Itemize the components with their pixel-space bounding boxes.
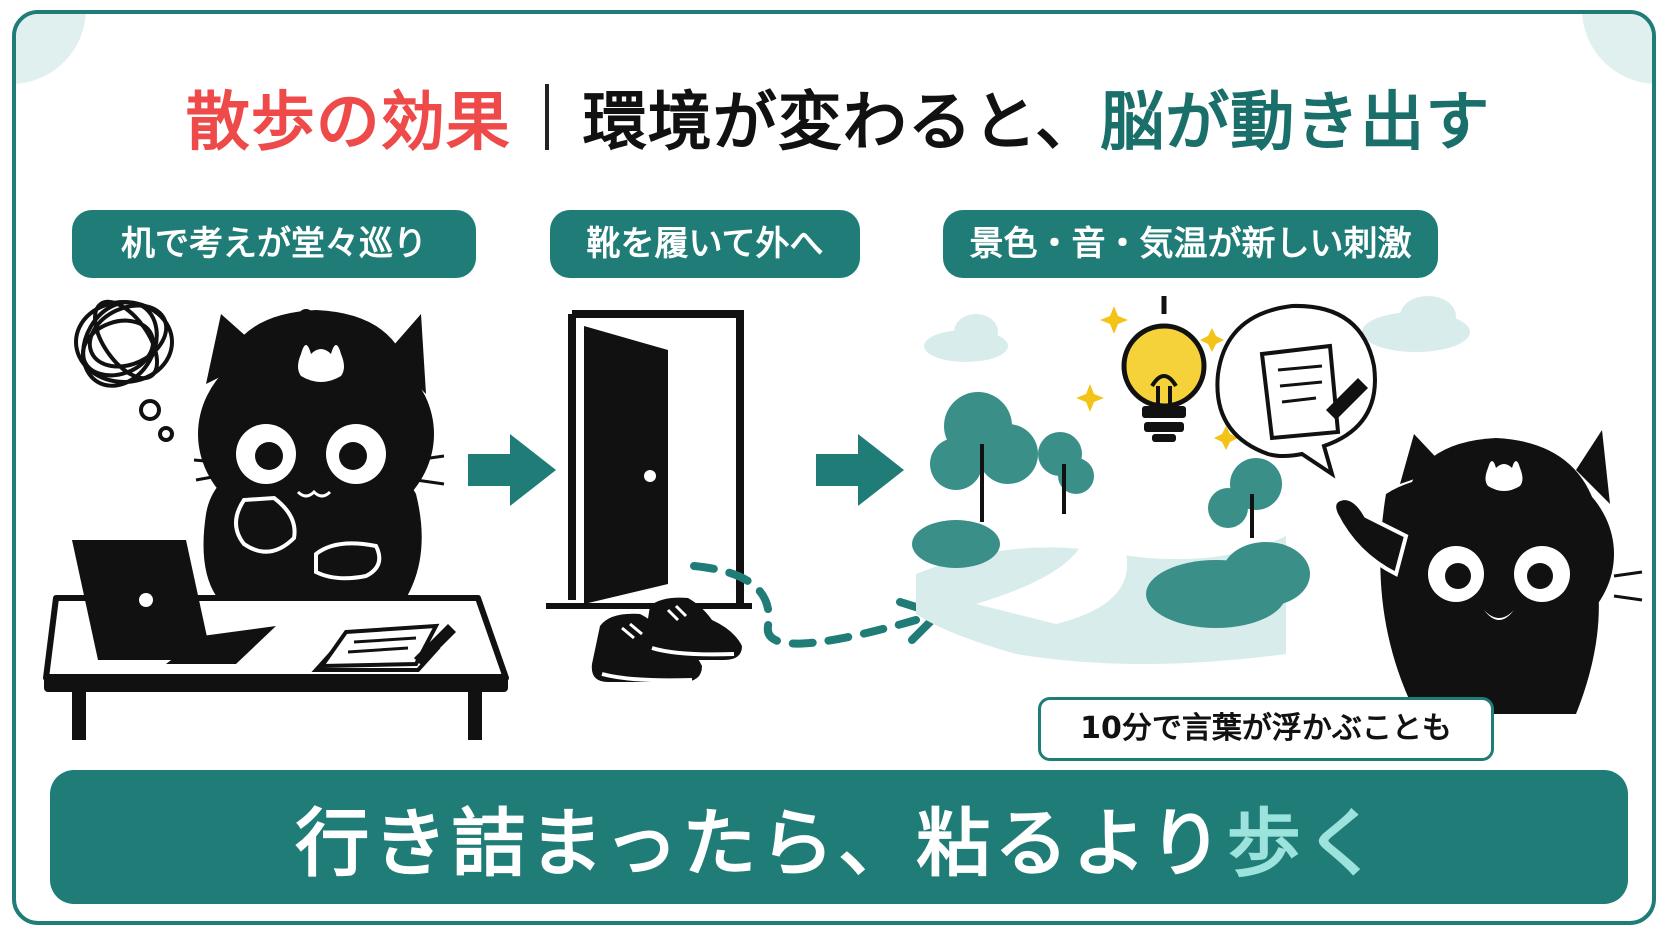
cloud-icon xyxy=(924,296,1470,362)
step-label-1: 机で考えが堂々巡り xyxy=(72,210,476,278)
title-emphasis: 脳が動き出す xyxy=(1100,86,1491,160)
pointing-cat-icon xyxy=(1332,430,1643,714)
speech-bubble-note-icon xyxy=(1215,303,1377,479)
arrow-right-icon-2 xyxy=(816,434,904,506)
infographic-frame: 散歩の効果 環境が変わると、 脳が動き出す 机で考えが堂々巡り 靴を履いて外へ … xyxy=(12,10,1656,925)
sparkle-icon xyxy=(1076,306,1238,450)
title-divider xyxy=(544,84,549,150)
banner-emphasis: 歩く xyxy=(1226,800,1383,887)
thinking-cat-icon xyxy=(193,309,445,624)
title-topic: 散歩の効果 xyxy=(185,86,511,160)
lightbulb-icon xyxy=(1121,296,1207,442)
park-landscape-icon xyxy=(912,392,1310,664)
conclusion-banner: 行き詰まったら、粘るより 歩く xyxy=(50,770,1628,904)
tangled-thought-icon xyxy=(74,299,174,442)
time-badge: 10分で言葉が浮かぶことも xyxy=(1038,697,1494,761)
notepad-pen-icon xyxy=(311,623,456,672)
open-door-icon xyxy=(546,310,752,609)
illustration-layer xyxy=(43,296,1643,740)
title-lead: 環境が変わると、 xyxy=(582,86,1101,160)
step-label-3: 景色・音・気温が新しい刺激 xyxy=(943,210,1438,278)
shoes-icon xyxy=(591,597,742,683)
arrow-right-icon-1 xyxy=(468,434,556,506)
laptop-icon xyxy=(72,540,276,664)
banner-lead: 行き詰まったら、粘るより xyxy=(295,800,1227,887)
step-label-2: 靴を履いて外へ xyxy=(550,210,860,278)
page-title: 散歩の効果 環境が変わると、 脳が動き出す xyxy=(16,72,1652,162)
